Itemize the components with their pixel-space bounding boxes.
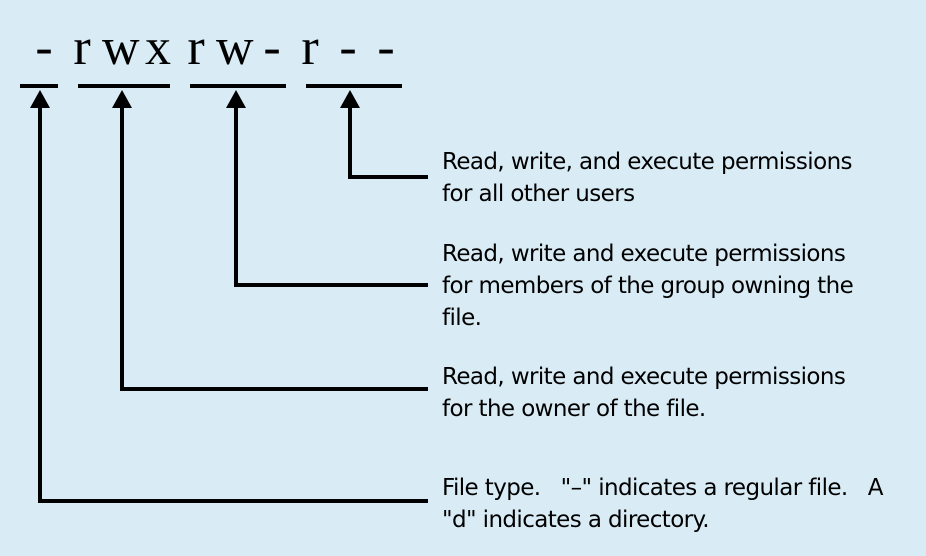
label-group: Read, write and execute permissions for … bbox=[442, 238, 912, 334]
perm-char-owner-w: w bbox=[102, 19, 140, 76]
label-owner-line-2: for the owner of the file. bbox=[442, 396, 706, 422]
perm-char-group-r: r bbox=[187, 19, 205, 76]
perm-char-owner-x: x bbox=[145, 19, 171, 76]
perm-char-other-w: - bbox=[339, 19, 357, 76]
label-owner-line-1: Read, write and execute permissions bbox=[442, 364, 846, 390]
label-type-line-1: File type. "–" indicates a regular file.… bbox=[442, 475, 884, 501]
connector-owner bbox=[120, 104, 428, 391]
arrowhead-others-icon bbox=[340, 90, 360, 108]
label-group-line-1: Read, write and execute permissions bbox=[442, 241, 846, 267]
label-others: Read, write, and execute permissions for… bbox=[442, 146, 912, 210]
perm-char-other-r: r bbox=[301, 19, 319, 76]
label-type: File type. "–" indicates a regular file.… bbox=[442, 472, 922, 536]
label-group-line-3: file. bbox=[442, 305, 482, 331]
label-type-line-2: "d" indicates a directory. bbox=[442, 507, 710, 533]
perm-char-type: - bbox=[35, 19, 53, 76]
connector-type bbox=[38, 104, 428, 503]
perm-char-owner-r: r bbox=[73, 19, 91, 76]
label-others-line-1: Read, write, and execute permissions bbox=[442, 149, 853, 175]
perm-char-group-w: w bbox=[216, 19, 254, 76]
label-owner: Read, write and execute permissions for … bbox=[442, 361, 912, 425]
label-others-line-2: for all other users bbox=[442, 181, 635, 207]
arrowhead-type-icon bbox=[30, 90, 50, 108]
connector-group bbox=[234, 104, 428, 287]
perm-char-group-x: - bbox=[263, 19, 281, 76]
connector-others bbox=[348, 104, 428, 179]
label-group-line-2: for members of the group owning the bbox=[442, 273, 854, 299]
arrowhead-owner-icon bbox=[112, 90, 132, 108]
arrowhead-group-icon bbox=[226, 90, 246, 108]
perm-char-other-x: - bbox=[377, 19, 395, 76]
